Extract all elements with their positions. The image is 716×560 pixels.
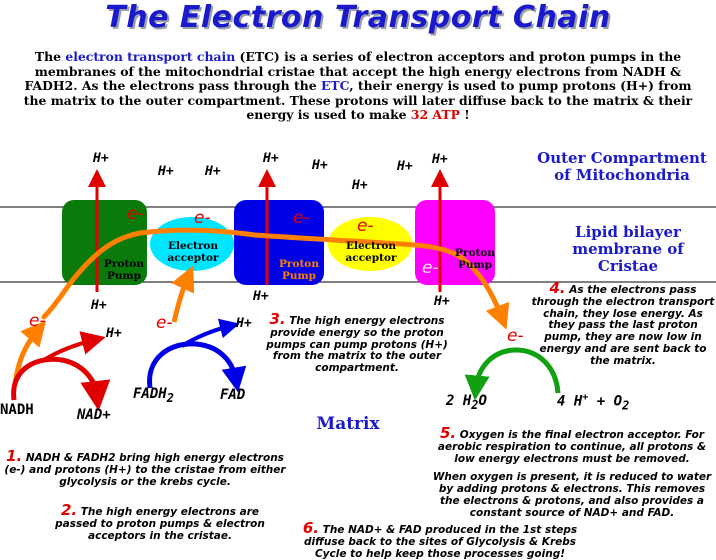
- intro-text-2: (ETC) is a series of electron acceptors …: [24, 49, 682, 93]
- electron-label: e-: [293, 208, 310, 228]
- fad-label: FAD: [220, 387, 246, 403]
- electron-label: e-: [422, 258, 439, 278]
- nadh-reaction-arc: [11, 356, 111, 411]
- note-2: 2. The high energy electrons are passed …: [55, 501, 265, 542]
- proton-label: H+: [253, 289, 269, 304]
- page-title: The Electron Transport Chain: [105, 0, 611, 35]
- proton-label: H+: [106, 326, 122, 341]
- proton-pump-1: [62, 200, 147, 285]
- nad-label: NAD+: [77, 407, 111, 423]
- intro-paragraph: The electron transport chain (ETC) is a …: [22, 49, 694, 123]
- fadh-reaction-arc: [147, 341, 247, 393]
- note-4: 4. As the electrons pass through the ele…: [531, 279, 715, 367]
- etc-abbr: ETC: [320, 78, 350, 93]
- etc-term: electron transport chain: [65, 49, 236, 64]
- intro-text-1: The: [34, 49, 66, 64]
- water-label: 2 H2O: [446, 393, 487, 412]
- proton-label: H+: [434, 294, 450, 309]
- nadh-proton-arrow: [42, 331, 106, 362]
- electron-path-fadh: [171, 265, 195, 323]
- proton-label: H+: [91, 298, 107, 313]
- note-3: 3. The high energy electrons provide ene…: [266, 310, 448, 375]
- electron-label: e-: [507, 326, 524, 346]
- electron-label: e-: [29, 311, 46, 331]
- nadh-label: NADH: [0, 402, 34, 418]
- proton-label: H+: [397, 159, 413, 174]
- intro-text-4: !: [459, 107, 470, 122]
- proton-pump-3: [415, 200, 495, 285]
- proton-label: H+: [158, 164, 174, 179]
- electron-label: e-: [127, 204, 144, 224]
- fadh-proton-arrow: [180, 318, 240, 348]
- proton-label: H+: [312, 158, 328, 173]
- proton-label: H+: [263, 151, 279, 166]
- proton-label: H+: [352, 178, 368, 193]
- protons-label: 4 H+ + O2: [557, 392, 630, 413]
- proton-label: H+: [236, 316, 252, 331]
- atp-count: 32 ATP: [410, 107, 460, 122]
- intro-text-3: , their energy is used to pump protons (…: [23, 78, 693, 122]
- proton-label: H+: [432, 152, 448, 167]
- proton-label: H+: [93, 151, 109, 166]
- proton-pump-2: [234, 200, 324, 285]
- electron-label: e-: [156, 313, 173, 333]
- electron-label: e-: [194, 208, 211, 228]
- matrix-label: Matrix: [316, 414, 380, 434]
- note-5: 5. Oxygen is the final electron acceptor…: [432, 424, 712, 519]
- electron-path-main: [41, 227, 510, 330]
- electron-label: e-: [357, 216, 374, 236]
- note-1: 1. NADH & FADH2 bring high energy electr…: [4, 447, 286, 488]
- proton-label: H+: [205, 164, 221, 179]
- fadh2-label: FADH2: [133, 386, 174, 405]
- note-6: 6. The NAD+ & FAD produced in the 1st st…: [302, 519, 578, 560]
- water-reaction-arc: [464, 347, 561, 401]
